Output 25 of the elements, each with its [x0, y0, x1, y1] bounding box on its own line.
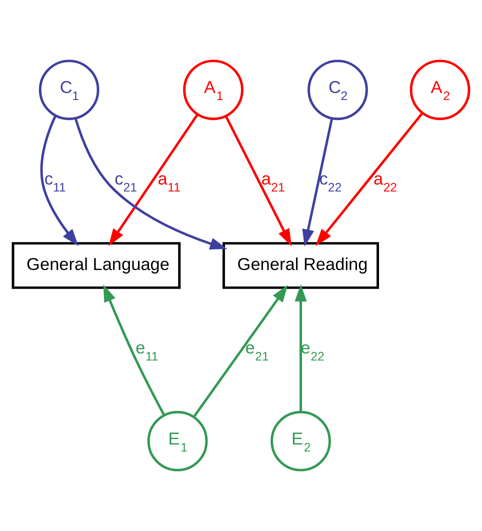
edge-label: c$_{22}$	[319, 168, 342, 194]
edge-label: a$_{22}$	[373, 168, 398, 194]
arrow	[103, 284, 166, 416]
node-box: General Reading	[222, 242, 380, 289]
arrow	[302, 118, 334, 247]
arrow	[74, 118, 228, 250]
edge-label: a$_{21}$	[261, 168, 285, 194]
arrow	[192, 284, 288, 418]
arrow	[40, 115, 79, 246]
edge-label: c$_{21}$	[114, 168, 138, 194]
arrow	[315, 112, 424, 246]
edge-label: a$_{11}$	[158, 168, 180, 194]
arrow	[294, 284, 307, 412]
node-circle: A$_{1}$	[183, 60, 244, 120]
edge-label: e$_{11}$	[136, 337, 158, 364]
arrow	[224, 116, 292, 246]
node-circle: A$_{2}$	[410, 60, 470, 120]
node-circle: E$_{2}$	[270, 410, 331, 472]
node-circle: C$_{2}$	[308, 60, 368, 120]
edge-label: c$_{11}$	[44, 168, 66, 194]
node-box: General Language	[12, 242, 181, 289]
arrow	[108, 114, 198, 246]
node-circle: E$_{1}$	[147, 410, 208, 472]
edge-label: e$_{21}$	[245, 337, 269, 364]
node-circle: C$_{1}$	[38, 60, 100, 120]
